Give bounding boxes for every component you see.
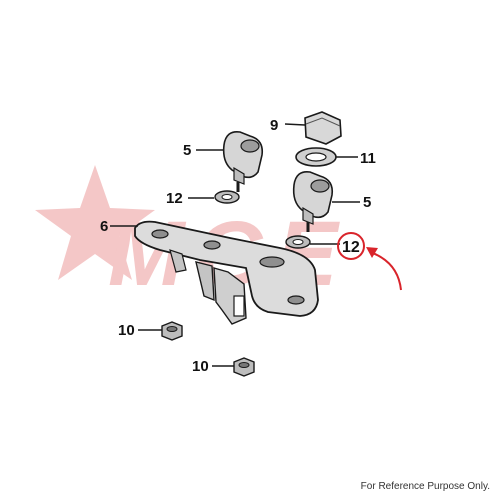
- part-holder-5-lower: [292, 170, 334, 232]
- callout-5-lower: 5: [363, 194, 371, 211]
- part-washer-11: [295, 147, 337, 167]
- callout-9: 9: [270, 117, 278, 134]
- arrow-head-icon: [366, 247, 378, 258]
- part-top-bridge-6: [134, 220, 319, 325]
- reference-note: For Reference Purpose Only.: [360, 481, 490, 492]
- part-nut-9: [304, 111, 342, 145]
- star-icon: [35, 165, 155, 280]
- callout-12-lower: 12: [342, 239, 360, 256]
- callout-12-upper: 12: [166, 190, 183, 207]
- part-nut-10-lower: [233, 357, 255, 377]
- callout-11: 11: [360, 150, 376, 167]
- callout-6: 6: [100, 218, 108, 235]
- part-washer-12-lower: [285, 235, 311, 249]
- part-washer-12-upper: [214, 190, 240, 204]
- highlight-circle: [337, 232, 365, 260]
- callout-10-lower: 10: [192, 358, 209, 375]
- callout-5-upper: 5: [183, 142, 191, 159]
- part-holder-5-upper: [222, 130, 264, 192]
- part-nut-10-upper: [161, 321, 183, 341]
- callout-10-upper: 10: [118, 322, 135, 339]
- highlight-arrow: [369, 251, 402, 291]
